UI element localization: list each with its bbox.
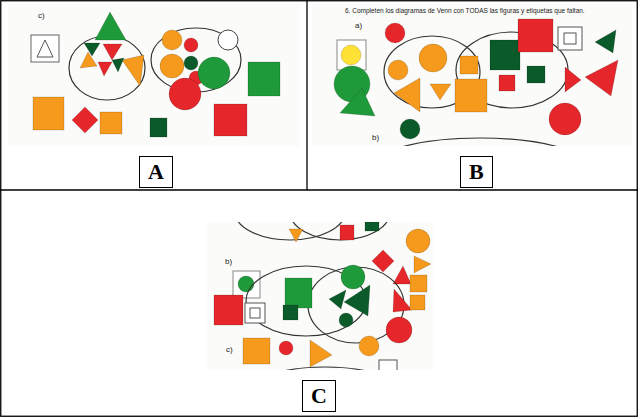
circle-piece <box>400 119 420 139</box>
circle-piece <box>406 229 430 253</box>
square-piece <box>499 75 515 91</box>
circle-piece <box>386 317 412 343</box>
photo-text: c) <box>38 12 45 21</box>
cell-divider <box>306 0 307 190</box>
triangle-piece <box>112 58 124 72</box>
triangle-piece <box>595 30 616 53</box>
panel-label-box: A <box>139 156 173 188</box>
square-piece <box>379 360 397 370</box>
triangle-piece <box>80 52 97 68</box>
circle-piece <box>218 30 238 50</box>
triangle-piece <box>122 55 144 86</box>
circle-piece <box>169 78 201 110</box>
triangle-piece <box>329 290 346 309</box>
triangle-piece <box>98 62 112 76</box>
triangle-piece <box>103 44 122 60</box>
square-piece <box>285 278 312 308</box>
triangle-piece <box>289 229 303 242</box>
circle-piece <box>184 38 198 52</box>
circle-piece <box>198 57 230 89</box>
photo-text: a) <box>355 22 362 31</box>
circle-piece <box>238 276 254 292</box>
square-piece <box>410 275 427 292</box>
cell-divider <box>0 189 638 190</box>
square-piece <box>490 40 520 70</box>
square-piece <box>340 225 354 240</box>
triangle-piece <box>95 12 126 40</box>
panel-letter: B <box>469 159 484 184</box>
photo-ground <box>312 4 632 146</box>
circle-piece <box>162 30 182 50</box>
square-piece <box>250 308 260 318</box>
venn-photo <box>8 4 300 146</box>
panel-label-box: B <box>460 156 493 188</box>
photo-text: 6. Completen los diagramas de Venn con T… <box>345 7 585 14</box>
circle-piece <box>419 44 447 72</box>
square-piece <box>245 303 265 323</box>
triangle-piece <box>344 285 370 316</box>
circle-piece <box>341 265 365 289</box>
circle-piece <box>279 341 293 355</box>
circle-piece <box>339 313 353 327</box>
triangle-piece <box>585 60 618 96</box>
venn-set-outline <box>245 367 405 370</box>
triangle-piece <box>394 78 420 112</box>
panel-letter: C <box>311 383 327 408</box>
square-piece <box>283 305 298 320</box>
square-piece <box>214 104 247 136</box>
square-piece <box>337 40 366 70</box>
circle-piece <box>160 54 184 78</box>
square-piece <box>564 33 576 44</box>
circle-piece <box>184 56 198 70</box>
circle-piece <box>359 336 379 356</box>
square-piece <box>31 35 59 62</box>
circle-piece <box>385 23 405 43</box>
square-piece <box>248 62 280 96</box>
square-piece <box>150 118 167 137</box>
panel-label-box: C <box>302 380 336 412</box>
square-piece <box>365 222 379 231</box>
square-piece <box>33 97 64 130</box>
square-piece <box>100 112 122 134</box>
triangle-piece <box>430 84 451 100</box>
triangle-piece <box>565 67 581 92</box>
triangle-piece <box>414 256 431 273</box>
square-piece <box>410 295 425 310</box>
triangle-piece <box>393 289 412 312</box>
triangle-piece <box>310 340 332 367</box>
square-piece <box>243 338 270 364</box>
triangle-piece <box>84 43 100 56</box>
square-piece <box>518 19 553 52</box>
triangle-piece <box>37 40 53 57</box>
photo-text: b) <box>225 258 232 267</box>
diamond-piece <box>72 107 98 133</box>
photo-text: c) <box>226 346 233 355</box>
venn-set-outline <box>290 222 390 240</box>
square-piece <box>527 66 545 83</box>
photo-text: b) <box>372 134 379 143</box>
circle-piece <box>549 103 581 135</box>
triangle-piece <box>340 88 375 116</box>
diamond-piece <box>372 250 394 272</box>
square-piece <box>460 56 478 74</box>
square-piece <box>558 27 582 50</box>
venn-set-outline <box>370 138 590 146</box>
circle-piece <box>388 60 408 80</box>
photo-ground <box>207 222 433 370</box>
photo-ground <box>8 4 300 146</box>
venn-set-outline <box>69 36 145 100</box>
square-piece <box>455 79 487 112</box>
circle-piece <box>341 45 361 65</box>
venn-photo <box>312 4 632 146</box>
panel-letter: A <box>148 159 164 184</box>
triangle-piece <box>393 266 411 284</box>
square-piece <box>214 295 243 325</box>
venn-photo <box>207 222 433 370</box>
